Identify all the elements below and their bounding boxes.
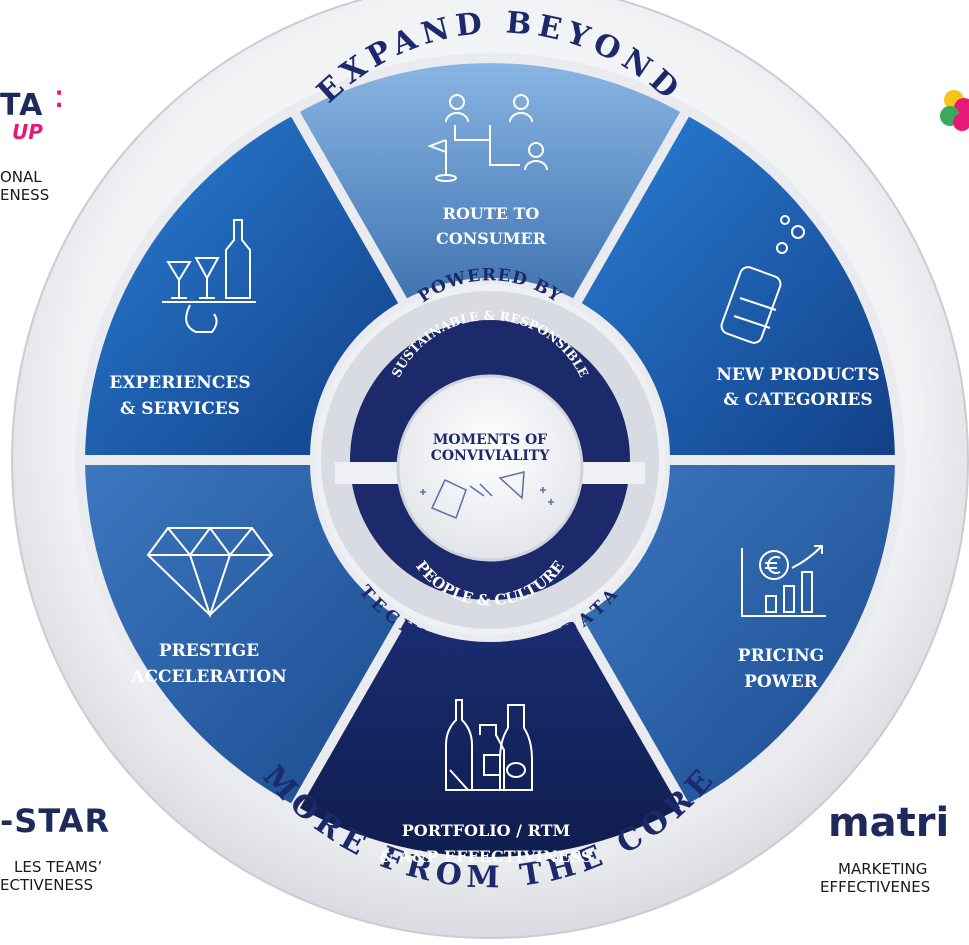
segment-portfolio[interactable] [286,608,694,867]
center-line1: MOMENTS OF [433,432,547,448]
top-left-caption-line2: ENESS [0,186,50,204]
euro-growth-icon [741,545,826,617]
prestige-label-line1: PRESTIGE [159,641,259,661]
new-products-label: NEW PRODUCTS & CATEGORIES [716,365,879,410]
segment-experiences[interactable] [74,103,412,465]
pricing-label: PRICING POWER [738,646,824,692]
portfolio-label-line1: PORTFOLIO / RTM [402,821,570,840]
top-right-logo-icon [940,90,969,131]
experiences-label-line1: EXPERIENCES [109,373,250,393]
prestige-label-line2: ACCELERATION [130,667,286,687]
toast-icon [420,471,554,519]
bottom-left-caption-line2: ECTIVENESS [0,876,94,894]
prestige-label: PRESTIGE ACCELERATION [130,641,286,687]
bottom-right-logo: matri [828,800,949,846]
pricing-label-line2: POWER [744,672,819,692]
bottles-icon [445,699,533,791]
top-left-logo-sub-text: UP [12,120,43,144]
top-left-logo-text: TA [0,88,44,123]
portfolio-label: PORTFOLIO / RTM & A&P EFFECTIVINESS [379,821,592,866]
route-label-line2: CONSUMER [436,229,547,248]
segment-prestige[interactable] [74,455,412,817]
tray-glasses-icon [162,219,256,333]
top-left-caption: ONAL ENESS [0,168,49,204]
center-hub [396,374,584,562]
new-products-label-line2: & CATEGORIES [723,390,872,410]
experiences-label: EXPERIENCES & SERVICES [109,373,250,419]
bottom-left-logo: -STAR [0,802,110,840]
soda-can-icon [720,215,805,344]
bottom-left-logo-text: -STAR [0,802,111,840]
segment-route-to-consumer[interactable] [286,53,694,312]
new-products-label-line1: NEW PRODUCTS [716,365,879,385]
bottom-right-caption: MARKETING EFFECTIVENES [820,860,969,896]
top-left-logo-dots: ⁚ [54,88,65,113]
bottom-left-caption-line1: LES TEAMS’ [14,858,103,876]
experiences-label-line2: & SERVICES [120,399,240,419]
bottom-right-caption-line1: MARKETING [838,860,928,878]
diamond-icon [146,526,274,619]
segment-new-products[interactable] [568,103,906,465]
bottom-right-logo-text: matri [828,800,950,846]
bottom-left-caption: LES TEAMS’ ECTIVENESS [0,858,102,894]
bottom-right-caption-line2: EFFECTIVENES [820,878,931,896]
route-label-line1: ROUTE TO [443,204,540,223]
top-left-caption-line1: ONAL [0,168,42,186]
people-network-icon [427,94,548,182]
center-line2: CONVIVIALITY [431,448,551,464]
segment-pricing-power[interactable] [568,455,906,817]
top-left-logo-sub: UP [12,120,43,144]
route-label: ROUTE TO CONSUMER [436,204,547,248]
portfolio-label-line2: & A&P EFFECTIVINESS [379,847,592,866]
pricing-label-line1: PRICING [738,646,824,666]
top-left-logo: TA ⁚ [0,88,64,123]
